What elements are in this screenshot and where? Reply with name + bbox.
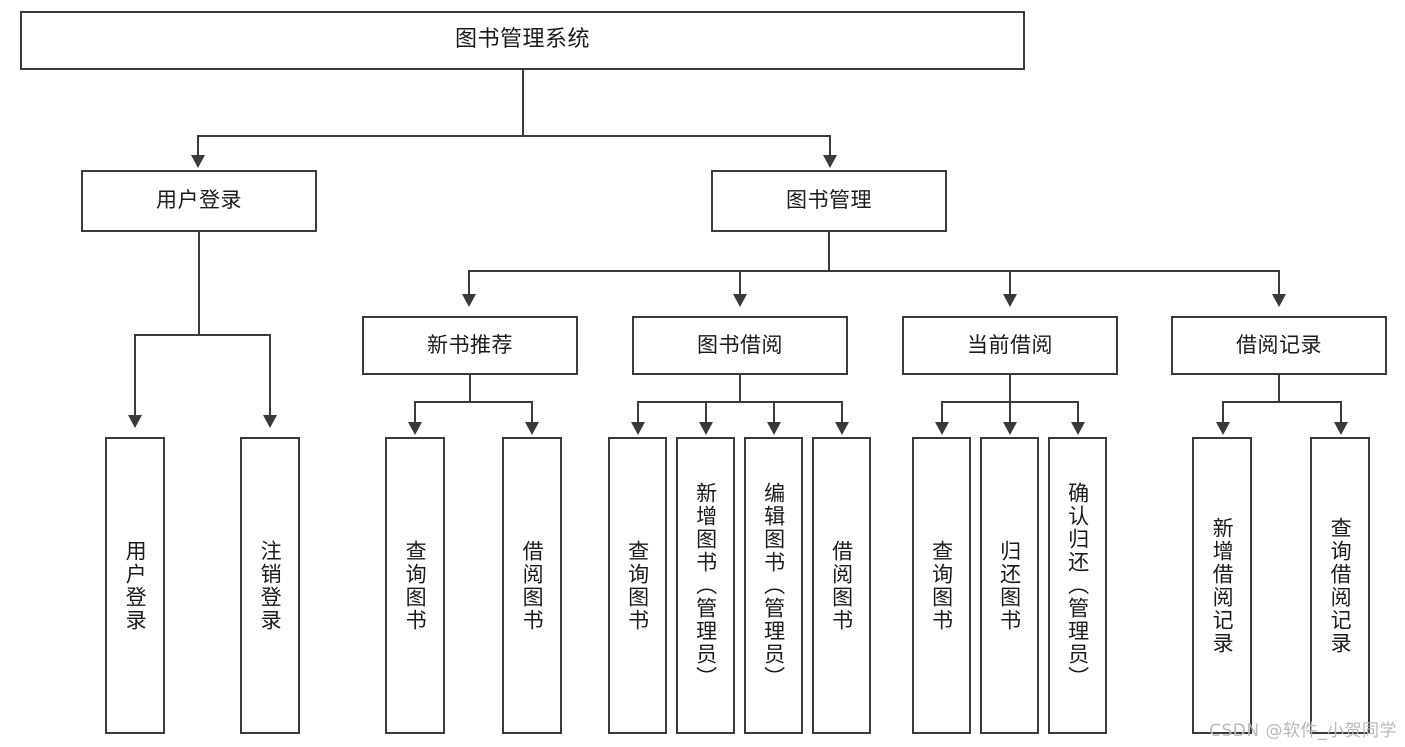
- arrowhead-user-login-leaf-1: [128, 415, 142, 428]
- arrowhead-cb-leaf-3: [1071, 422, 1085, 435]
- arrowhead-new-book-leaf-1: [408, 422, 422, 435]
- node-leaf-edit-book-admin[interactable]: 编辑图书（管理员）: [744, 437, 803, 734]
- arrowhead-br-leaf-1: [1216, 422, 1230, 435]
- edge-current-borrow-stem: [1009, 375, 1011, 403]
- arrowhead-bb-leaf-2: [699, 422, 713, 435]
- edge-new-book-stem: [469, 375, 471, 403]
- node-borrow-record[interactable]: 借阅记录: [1171, 316, 1387, 375]
- node-root-book-management-system[interactable]: 图书管理系统: [20, 11, 1025, 70]
- arrowhead-root-to-user-login: [191, 155, 205, 168]
- edge-book-borrow-bus: [637, 401, 842, 403]
- edge-bb-to-leaf-3: [773, 401, 775, 423]
- edge-book-borrow-stem: [739, 375, 741, 403]
- arrowhead-cb-leaf-2: [1003, 422, 1017, 435]
- node-leaf-add-borrow-record[interactable]: 新增借阅记录: [1192, 437, 1252, 734]
- edge-root-to-user-login: [197, 135, 199, 157]
- node-label: 查询图书: [929, 539, 954, 632]
- edge-root-bus: [197, 135, 831, 137]
- arrowhead-cb-leaf-1: [935, 422, 949, 435]
- edge-root-to-book-management: [829, 135, 831, 157]
- node-label: 新增借阅记录: [1210, 516, 1235, 655]
- edge-user-login-to-leaf-2: [269, 334, 271, 416]
- node-leaf-user-login[interactable]: 用户登录: [105, 437, 165, 734]
- node-leaf-query-book-borrow[interactable]: 查询图书: [608, 437, 667, 734]
- node-leaf-confirm-return-admin[interactable]: 确认归还（管理员）: [1048, 437, 1107, 734]
- node-book-management[interactable]: 图书管理: [711, 170, 947, 232]
- node-new-book-recommend[interactable]: 新书推荐: [362, 316, 578, 375]
- node-label: 借阅图书: [520, 539, 545, 632]
- edge-cb-to-leaf-2: [1009, 401, 1011, 423]
- node-label: 新增图书（管理员）: [693, 482, 718, 689]
- node-current-borrow[interactable]: 当前借阅: [902, 316, 1118, 375]
- node-label: 图书管理系统: [454, 27, 590, 53]
- node-leaf-borrow-book-recommend[interactable]: 借阅图书: [502, 437, 562, 734]
- arrowhead-bm-new-book: [462, 294, 476, 307]
- node-label: 当前借阅: [967, 332, 1053, 357]
- edge-book-management-stem: [828, 232, 830, 272]
- edge-bm-to-borrow-record: [1278, 270, 1280, 296]
- node-label: 确认归还（管理员）: [1065, 482, 1090, 689]
- node-leaf-logout[interactable]: 注销登录: [240, 437, 300, 734]
- node-label: 借阅图书: [829, 539, 854, 632]
- node-label: 查询图书: [625, 539, 650, 632]
- node-label: 用户登录: [123, 539, 148, 632]
- edge-bm-to-book-borrow: [739, 270, 741, 296]
- node-label: 查询图书: [403, 539, 428, 632]
- arrowhead-bb-leaf-3: [767, 422, 781, 435]
- edge-br-to-leaf-2: [1340, 401, 1342, 423]
- edge-bm-to-current-borrow: [1009, 270, 1011, 296]
- node-label: 查询借阅记录: [1328, 516, 1353, 655]
- edge-borrow-record-bus: [1222, 401, 1342, 403]
- arrowhead-bm-borrow-record: [1272, 294, 1286, 307]
- edge-user-login-to-leaf-1: [134, 334, 136, 416]
- node-leaf-query-borrow-record[interactable]: 查询借阅记录: [1310, 437, 1370, 734]
- edge-br-to-leaf-1: [1222, 401, 1224, 423]
- edge-new-book-bus: [414, 401, 533, 403]
- node-label: 借阅记录: [1236, 332, 1322, 357]
- arrowhead-br-leaf-2: [1334, 422, 1348, 435]
- node-leaf-query-book-recommend[interactable]: 查询图书: [385, 437, 445, 734]
- node-label: 注销登录: [258, 539, 283, 632]
- edge-bb-to-leaf-4: [841, 401, 843, 423]
- node-label: 归还图书: [997, 539, 1022, 632]
- edge-bb-to-leaf-2: [705, 401, 707, 423]
- node-label: 图书借阅: [697, 332, 783, 357]
- node-label: 图书管理: [786, 188, 872, 213]
- arrowhead-bb-leaf-1: [631, 422, 645, 435]
- edge-book-management-bus: [468, 270, 1280, 272]
- edge-cb-to-leaf-1: [941, 401, 943, 423]
- edge-bb-to-leaf-1: [637, 401, 639, 423]
- edge-user-login-bus: [134, 334, 271, 336]
- edge-root-stem: [522, 70, 524, 136]
- arrowhead-bm-book-borrow: [733, 294, 747, 307]
- arrowhead-new-book-leaf-2: [525, 422, 539, 435]
- edge-new-book-to-leaf-2: [531, 401, 533, 423]
- csdn-watermark: CSDN @软件_小贺同学: [1209, 721, 1397, 741]
- edge-user-login-stem: [198, 232, 200, 336]
- arrowhead-root-to-book-management: [823, 155, 837, 168]
- node-leaf-query-book-current[interactable]: 查询图书: [912, 437, 971, 734]
- node-leaf-return-book[interactable]: 归还图书: [980, 437, 1039, 734]
- node-book-borrow[interactable]: 图书借阅: [632, 316, 848, 375]
- node-label: 新书推荐: [427, 332, 513, 357]
- edge-new-book-to-leaf-1: [414, 401, 416, 423]
- edge-bm-to-new-book: [468, 270, 470, 296]
- arrowhead-bb-leaf-4: [835, 422, 849, 435]
- node-label: 用户登录: [156, 188, 242, 213]
- node-leaf-add-book-admin[interactable]: 新增图书（管理员）: [676, 437, 735, 734]
- edge-cb-to-leaf-3: [1077, 401, 1079, 423]
- arrowhead-user-login-leaf-2: [263, 415, 277, 428]
- node-user-login[interactable]: 用户登录: [81, 170, 317, 232]
- edge-borrow-record-stem: [1278, 375, 1280, 403]
- arrowhead-bm-current-borrow: [1003, 294, 1017, 307]
- node-label: 编辑图书（管理员）: [761, 482, 786, 689]
- node-leaf-borrow-book[interactable]: 借阅图书: [812, 437, 871, 734]
